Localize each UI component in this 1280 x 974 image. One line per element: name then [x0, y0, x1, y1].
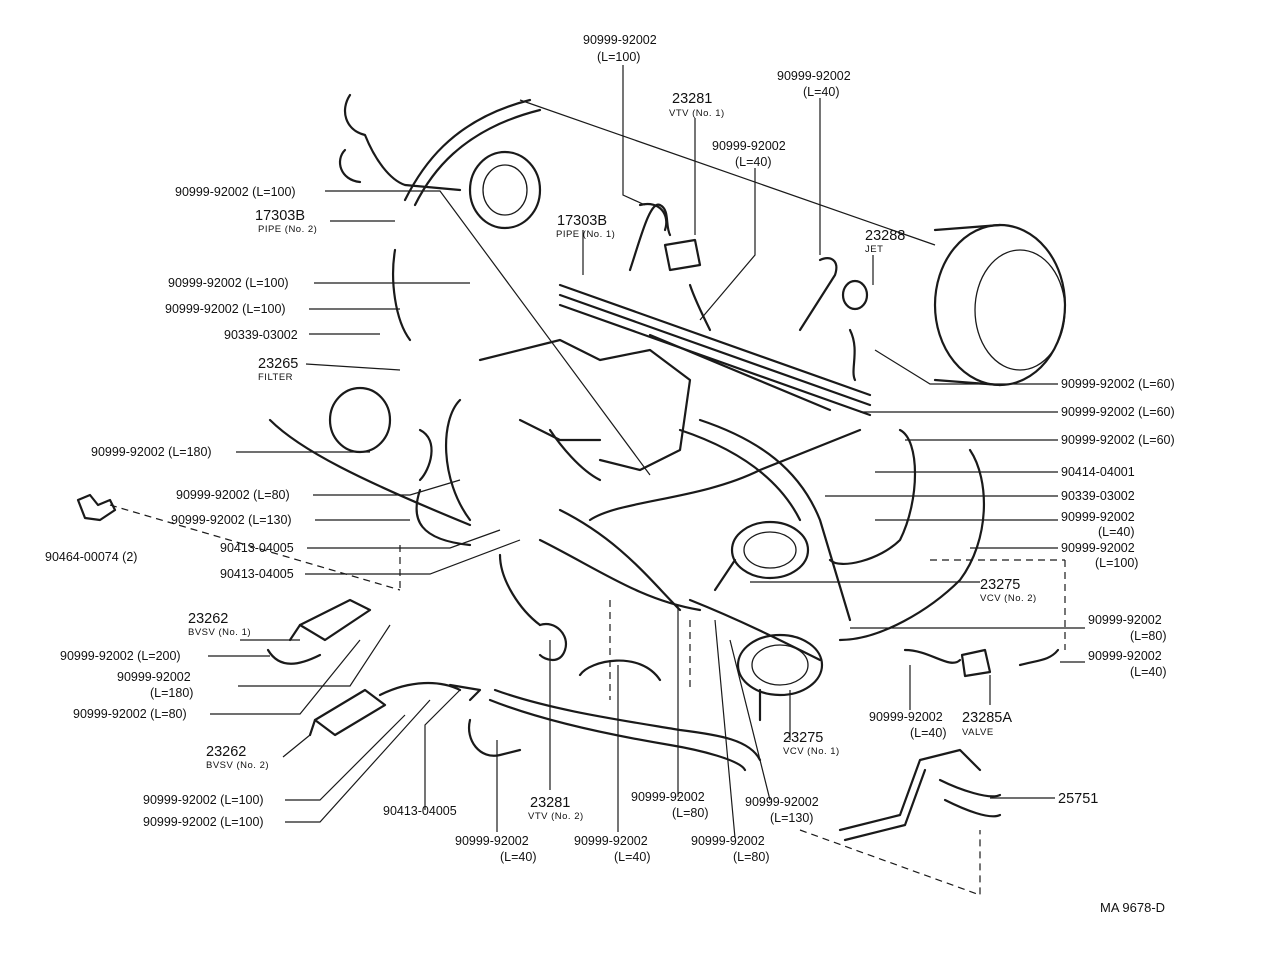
label-hose-l80-b: 90999-92002 (L=80) — [73, 707, 187, 721]
label-part-90339-right: 90339-03002 — [1061, 489, 1135, 503]
label-hose-r-l100: 90999-92002 (L=100) — [1061, 541, 1138, 570]
label-hose-r-l40: 90999-92002 (L=40) — [1061, 510, 1138, 539]
label-tee-90413-c: 90413-04005 — [383, 804, 457, 818]
label-hose-bot-l100-a: 90999-92002 (L=100) — [143, 793, 264, 807]
dashed-guide-lines — [109, 504, 1066, 896]
label-vtv-no1: 23281 VTV (No. 1) — [669, 90, 725, 119]
label-hose-bot-l40-a: 90999-92002 (L=40) — [455, 834, 536, 864]
label-bvsv-no2: 23262 BVSV (No. 2) — [206, 743, 269, 771]
label-pipe-no1: 17303B PIPE (No. 1) — [556, 212, 615, 240]
drawing-reference: MA 9678-D — [1100, 900, 1165, 915]
label-hose-r-l60-b: 90999-92002 (L=60) — [1061, 405, 1175, 419]
label-hose-l100-c: 90999-92002 (L=100) — [165, 302, 286, 316]
label-bvsv-no1: 23262 BVSV (No. 1) — [188, 610, 251, 638]
label-hose-top-l100: 90999-92002 (L=100) — [583, 33, 660, 64]
label-part-90414: 90414-04001 — [1061, 465, 1135, 479]
leader-lines — [208, 65, 1085, 839]
label-clamp-90464: 90464-00074 (2) — [45, 550, 137, 564]
part-labels: 90999-92002 (L=100) 23281 VTV (No. 1) 90… — [45, 33, 1175, 915]
label-hose-mid-l40: 90999-92002 (L=40) — [712, 139, 789, 169]
label-hose-bot-l40-right: 90999-92002 (L=40) — [869, 710, 946, 740]
label-hose-l180-b: 90999-92002 (L=180) — [117, 670, 194, 700]
label-vcv-no1: 23275 VCV (No. 1) — [783, 729, 840, 757]
label-hose-bot-l100-b: 90999-92002 (L=100) — [143, 815, 264, 829]
label-vtv-no2: 23281 VTV (No. 2) — [528, 794, 584, 822]
label-hose-l80-left: 90999-92002 (L=80) — [176, 488, 290, 502]
label-hose-l130-left: 90999-92002 (L=130) — [171, 513, 292, 527]
label-hose-r-l40-b: 90999-92002 (L=40) — [1088, 649, 1166, 679]
label-hose-bot-l80-b: 90999-92002 (L=80) — [691, 834, 769, 864]
label-hose-l200: 90999-92002 (L=200) — [60, 649, 181, 663]
label-hose-bot-l80-a: 90999-92002 (L=80) — [631, 790, 708, 820]
label-valve: 23285A VALVE — [962, 709, 1016, 738]
label-hose-top-right-l40: 90999-92002 (L=40) — [777, 69, 854, 99]
label-filter: 23265 FILTER — [258, 355, 303, 383]
label-hose-bot-l40-b: 90999-92002 (L=40) — [574, 834, 651, 864]
label-hose-l100-b: 90999-92002 (L=100) — [168, 276, 289, 290]
label-tee-90413-b: 90413-04005 — [220, 567, 294, 581]
label-tee-90413-a: 90413-04005 — [220, 541, 294, 555]
label-hose-l180: 90999-92002 (L=180) — [91, 445, 212, 459]
engine-artwork — [76, 93, 1067, 842]
label-part-90339-left: 90339-03002 — [224, 328, 298, 342]
label-part-25751: 25751 — [1058, 791, 1098, 807]
label-hose-r-l80: 90999-92002 (L=80) — [1088, 613, 1166, 643]
label-jet: 23288 JET — [865, 227, 910, 255]
label-hose-r-l60-c: 90999-92002 (L=60) — [1061, 433, 1175, 447]
label-hose-l100-a: 90999-92002 (L=100) — [175, 185, 296, 199]
label-pipe-no2: 17303B PIPE (No. 2) — [255, 207, 317, 235]
label-vcv-no2: 23275 VCV (No. 2) — [980, 576, 1037, 604]
label-hose-bot-l130: 90999-92002 (L=130) — [745, 795, 822, 825]
label-hose-r-l60-a: 90999-92002 (L=60) — [1061, 377, 1175, 391]
